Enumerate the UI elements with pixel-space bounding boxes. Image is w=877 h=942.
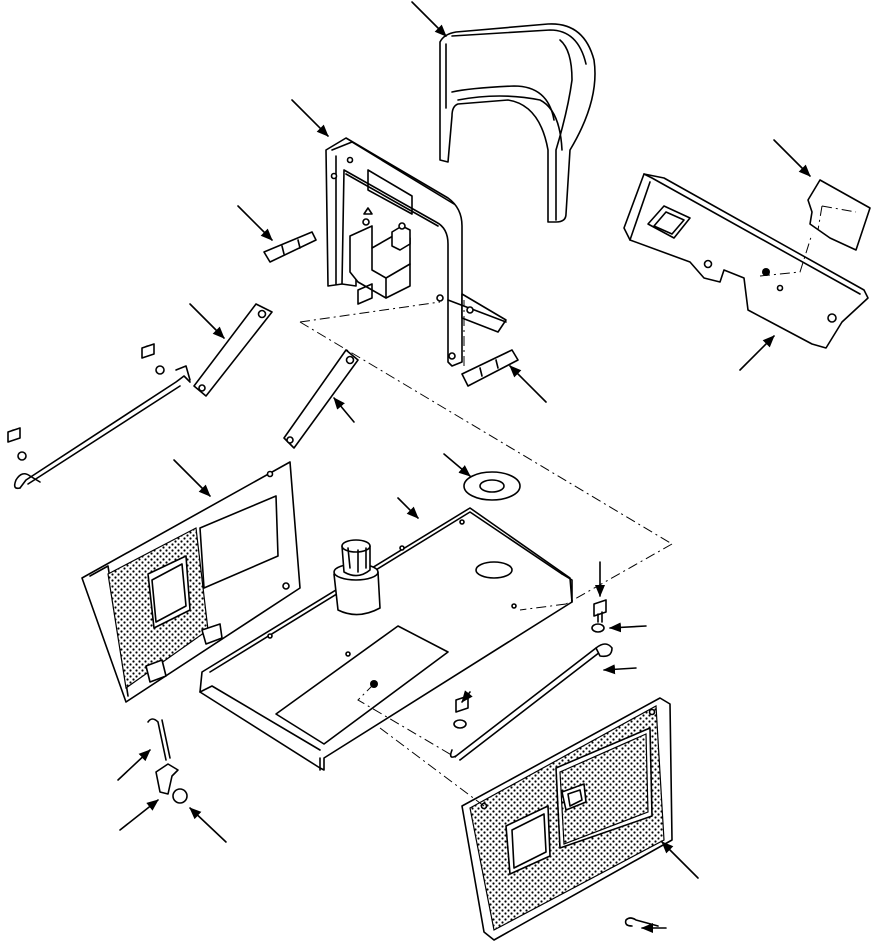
callout-arrow xyxy=(173,459,211,497)
callout-arrow xyxy=(189,807,227,843)
right-bracket-plate xyxy=(461,349,519,387)
right-tie-rod xyxy=(449,599,613,761)
hook-latch xyxy=(147,718,171,761)
callout-arrow xyxy=(237,205,273,241)
upper-frame xyxy=(325,137,507,367)
right-access-plate xyxy=(807,179,871,251)
ball-knob xyxy=(172,788,188,804)
callout-arrow xyxy=(461,690,473,703)
left-strut xyxy=(193,303,273,397)
left-mesh-panel xyxy=(81,461,301,703)
front-mesh-panel xyxy=(461,697,673,941)
callout-arrow xyxy=(291,99,329,137)
callout-arrow xyxy=(119,799,159,831)
cotter-pin xyxy=(624,917,659,927)
callout-arrow xyxy=(411,1,447,37)
callout-arrow xyxy=(189,303,225,339)
latch-clip xyxy=(155,763,179,795)
top-cover xyxy=(439,23,596,223)
grommet xyxy=(463,471,521,501)
center-strut xyxy=(283,349,359,449)
callout-arrow xyxy=(117,749,151,781)
left-bracket-plate xyxy=(263,231,317,263)
callout-arrow xyxy=(603,664,637,675)
callout-arrows xyxy=(117,1,811,933)
left-tie-rod xyxy=(7,343,191,490)
callout-arrow xyxy=(443,453,471,477)
callout-arrow xyxy=(739,335,775,371)
callout-arrow xyxy=(333,397,355,423)
callout-arrow xyxy=(609,622,647,633)
base-deck xyxy=(199,507,573,771)
callout-arrow xyxy=(661,841,699,879)
assembly-lines xyxy=(299,233,813,807)
callout-arrow xyxy=(773,139,811,177)
right-side-panel xyxy=(623,173,869,349)
callout-arrow xyxy=(397,497,419,519)
callout-arrow xyxy=(509,365,547,403)
socket-fitting xyxy=(333,539,381,616)
